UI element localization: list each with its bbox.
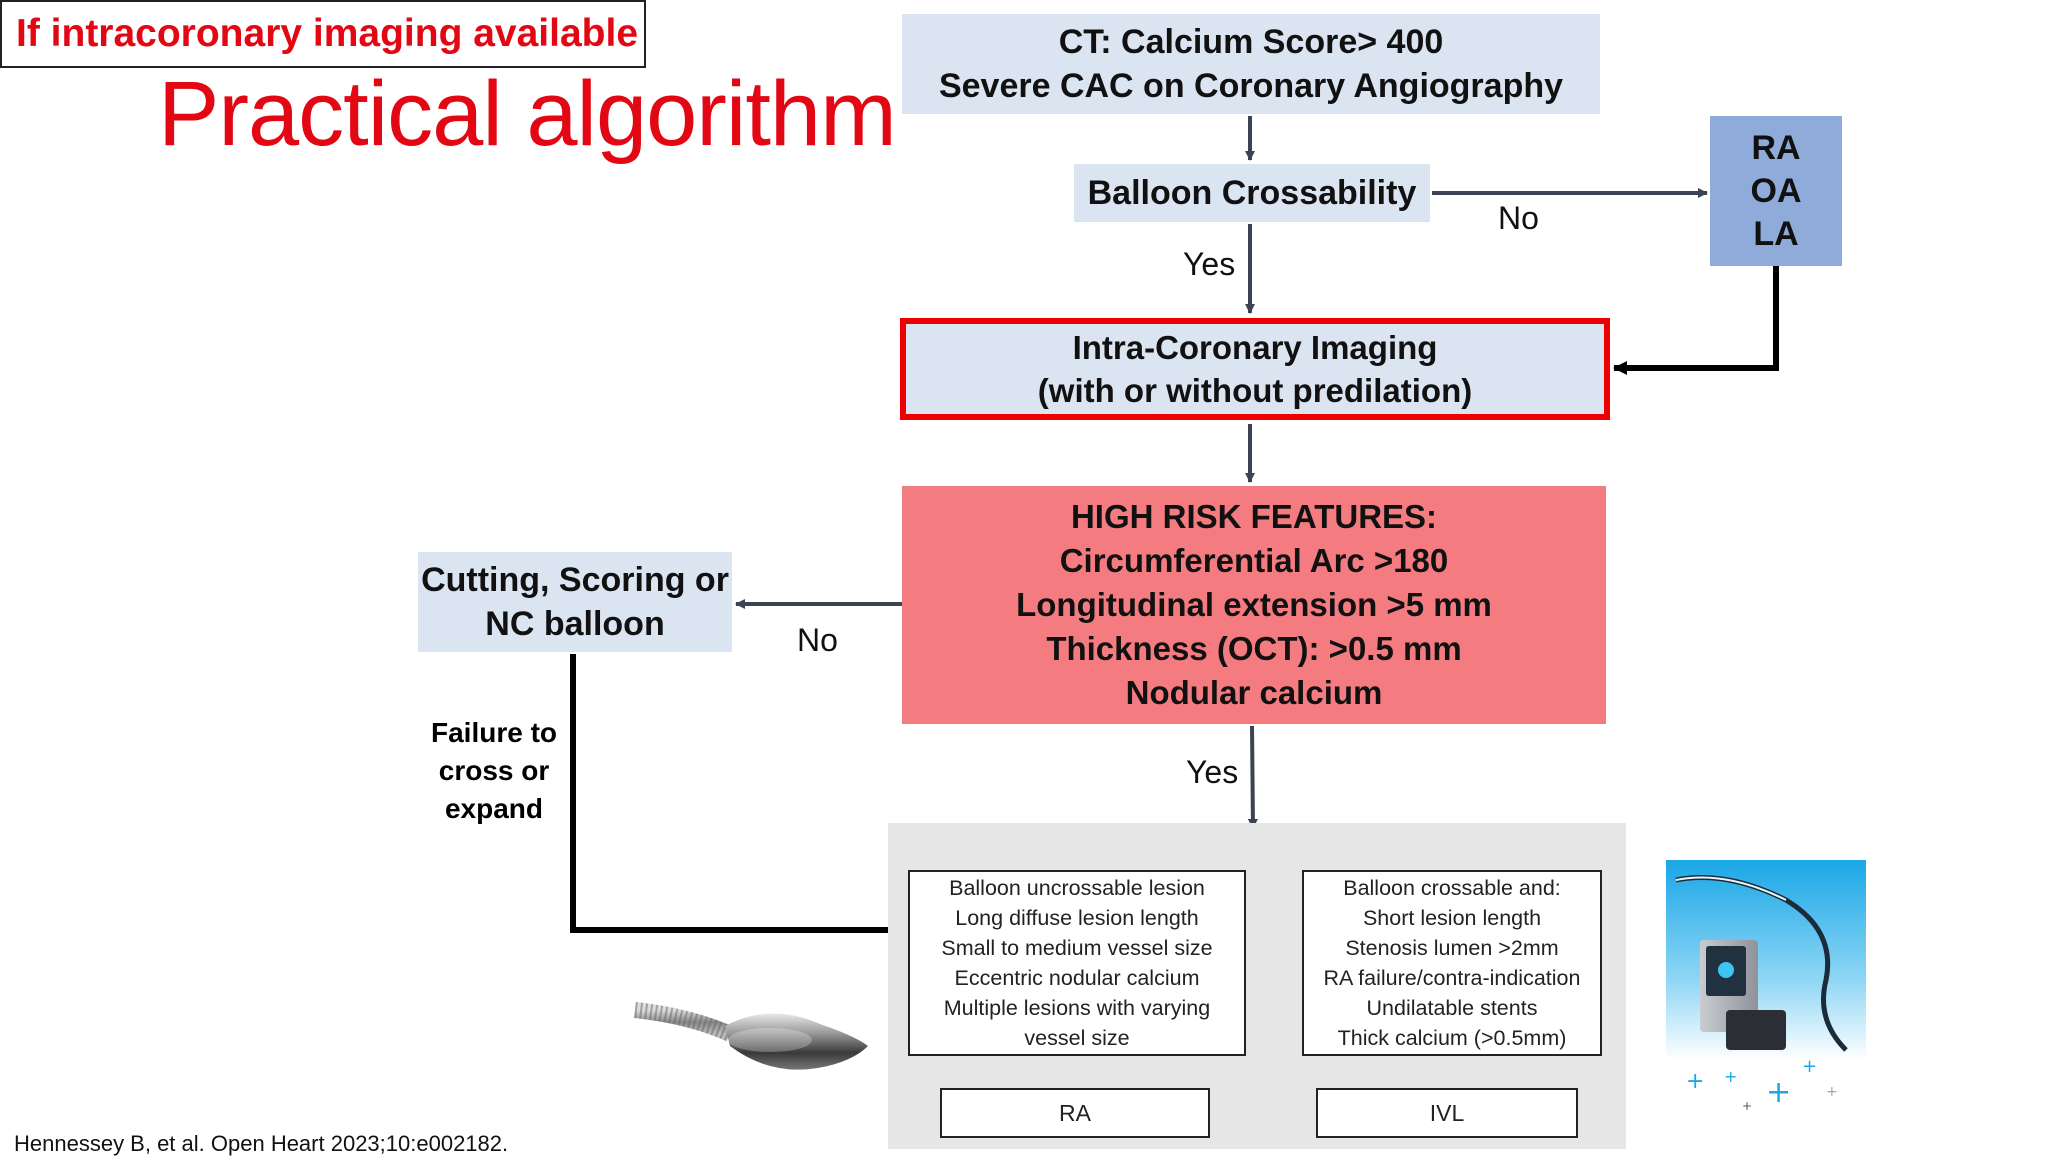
citation: Hennessey B, et al. Open Heart 2023;10:e…	[14, 1131, 509, 1156]
svg-text:+: +	[1686, 1069, 1704, 1094]
cutting-scoring-balloon-box: Cutting, Scoring or NC balloon	[418, 552, 732, 652]
rotational-atherectomy-burr-image	[634, 1002, 868, 1070]
high-risk-item: Circumferential Arc >180	[1059, 542, 1449, 579]
imaging-line-2: (with or without predilation)	[1037, 372, 1473, 409]
high-risk-item: Longitudinal extension >5 mm	[1016, 586, 1492, 623]
balloon-crossability-box: Balloon Crossability	[1074, 164, 1430, 222]
oa-label: OA	[1750, 171, 1802, 210]
edge-label-yes-high-risk: Yes	[1186, 754, 1239, 790]
edge-label-no-balloon: No	[1498, 200, 1539, 236]
slide-title: Practical algorithm	[158, 63, 897, 165]
imaging-line-1: Intra-Coronary Imaging	[1072, 329, 1438, 366]
svg-text:+: +	[1802, 1056, 1817, 1077]
ra-criteria-box: Balloon uncrossable lesion Long diffuse …	[908, 870, 1246, 1056]
edge-label-failure: Failure to cross or expand	[430, 717, 557, 824]
line-cutting-failure	[570, 654, 888, 933]
cutting-line-2: NC balloon	[485, 605, 665, 643]
svg-text:+: +	[1826, 1084, 1838, 1100]
ct-line-2: Severe CAC on Coronary Angiography	[938, 67, 1564, 105]
arrow-ra-to-imaging	[1613, 266, 1779, 375]
ra-label: RA	[1751, 128, 1801, 167]
ra-oa-la-box: RA OA LA	[1710, 116, 1842, 266]
ct-calcium-score-box: CT: Calcium Score> 400 Severe CAC on Cor…	[902, 14, 1600, 114]
high-risk-features-box: HIGH RISK FEATURES: Circumferential Arc …	[902, 486, 1606, 724]
high-risk-heading: HIGH RISK FEATURES:	[1070, 498, 1438, 535]
ct-line-1: CT: Calcium Score> 400	[1058, 23, 1444, 61]
svg-text:+: +	[1742, 1099, 1752, 1113]
high-risk-item: Thickness (OCT): >0.5 mm	[1046, 630, 1462, 667]
ivl-device-image: + + + + + +	[1666, 860, 1866, 1113]
arrow-high-risk-to-panel	[1247, 725, 1258, 829]
edge-label-no-high-risk: No	[797, 622, 838, 658]
high-risk-item: Nodular calcium	[1125, 674, 1383, 711]
svg-text:+: +	[1724, 1067, 1737, 1086]
svg-text:+: +	[1766, 1075, 1791, 1110]
intracoronary-imaging-box: Intra-Coronary Imaging (with or without …	[900, 318, 1610, 420]
la-label: LA	[1753, 214, 1799, 253]
imaging-available-label: If intracoronary imaging available	[0, 0, 646, 68]
ivl-criteria-box: Balloon crossable and: Short lesion leng…	[1302, 870, 1602, 1056]
edge-label-yes-balloon: Yes	[1183, 246, 1236, 282]
ra-result-box: RA	[940, 1088, 1210, 1138]
cutting-line-1: Cutting, Scoring or	[421, 561, 729, 599]
ivl-result-box: IVL	[1316, 1088, 1578, 1138]
